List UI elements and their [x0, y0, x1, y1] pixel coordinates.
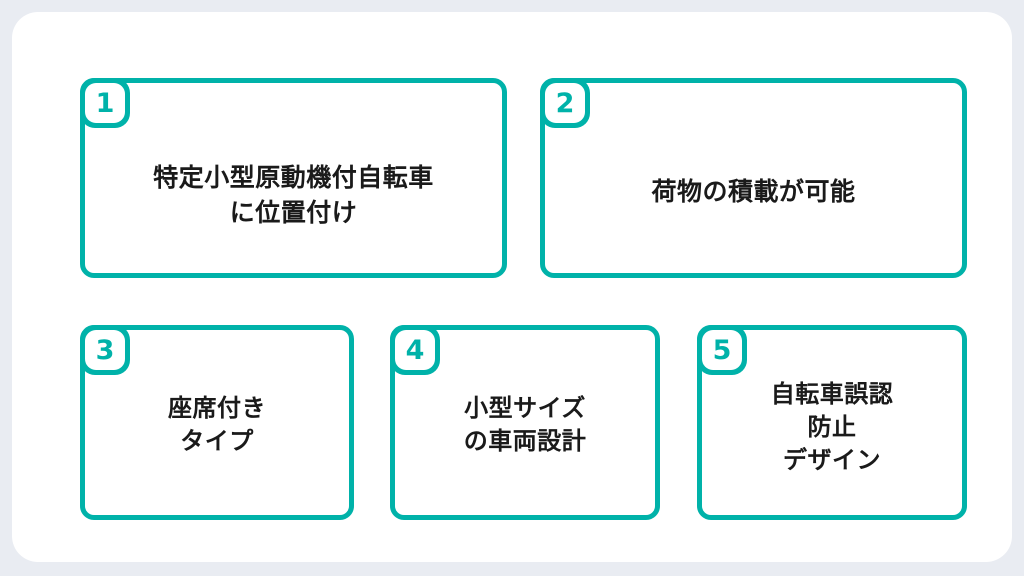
- feature-card-5-number-badge: 5: [697, 325, 747, 375]
- badge-number-label: 5: [712, 334, 732, 366]
- feature-card-1-number-badge: 1: [80, 78, 130, 128]
- feature-card-2[interactable]: 荷物の積載が可能: [540, 78, 967, 278]
- feature-card-5-text: 自転車誤認 防止 デザイン: [770, 380, 894, 475]
- feature-card-1[interactable]: 特定小型原動機付自転車 に位置付け: [80, 78, 507, 278]
- feature-card-2-text: 荷物の積載が可能: [651, 177, 856, 206]
- feature-card-4-text: 小型サイズ の車両設計: [463, 394, 587, 456]
- feature-card-1-text: 特定小型原動機付自転車 に位置付け: [153, 163, 434, 227]
- feature-card-5[interactable]: 自転車誤認 防止 デザイン: [697, 325, 967, 520]
- badge-number-label: 1: [95, 87, 115, 119]
- badge-inner-surface: 3: [85, 330, 125, 370]
- feature-card-3-text: 座席付き タイプ: [168, 394, 266, 456]
- badge-number-label: 3: [95, 334, 115, 366]
- content-panel: 特定小型原動機付自転車 に位置付け 1 荷物の積載が可能 2 座席付き タイプ …: [12, 12, 1012, 562]
- feature-card-2-number-badge: 2: [540, 78, 590, 128]
- badge-inner-surface: 2: [545, 83, 585, 123]
- feature-card-4-number-badge: 4: [390, 325, 440, 375]
- feature-card-4[interactable]: 小型サイズ の車両設計: [390, 325, 660, 520]
- feature-card-3-number-badge: 3: [80, 325, 130, 375]
- badge-inner-surface: 1: [85, 83, 125, 123]
- badge-inner-surface: 5: [702, 330, 742, 370]
- badge-number-label: 4: [405, 334, 425, 366]
- badge-number-label: 2: [555, 87, 575, 119]
- badge-inner-surface: 4: [395, 330, 435, 370]
